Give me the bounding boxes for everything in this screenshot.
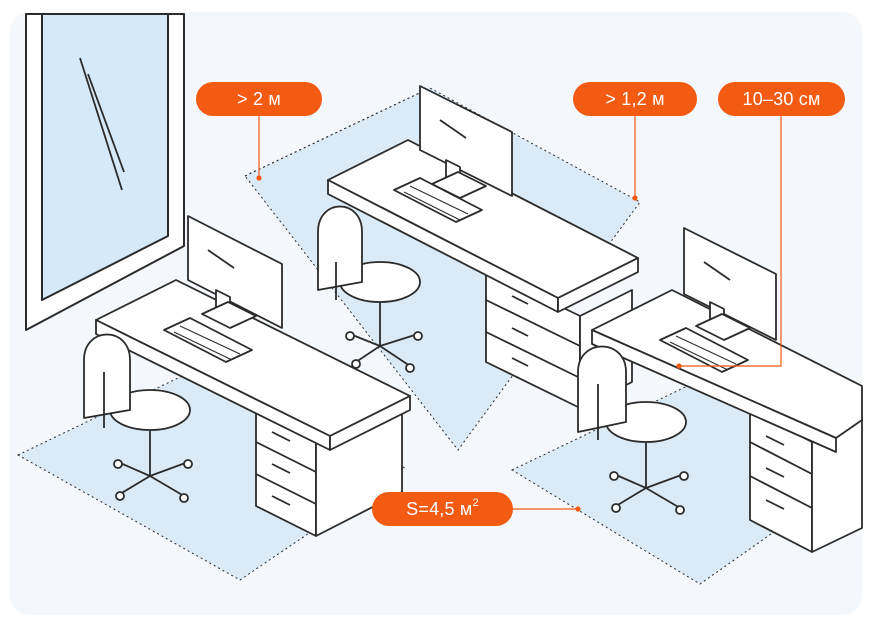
workplace-area-label: S=4,5 м2 [372, 492, 513, 526]
desk-front [95, 215, 411, 537]
chair-front [83, 333, 193, 503]
area-text: S=4,5 м [406, 499, 473, 519]
area-exponent: 2 [472, 497, 479, 509]
keyboard-offset-text: 10–30 см [742, 89, 821, 109]
desk-spacing-text: > 1,2 м [605, 89, 665, 109]
keyboard-offset-label: 10–30 см [718, 82, 845, 116]
desk-spacing-label: > 1,2 м [573, 82, 697, 116]
leader-lines [256, 116, 782, 512]
window-distance-text: > 2 м [237, 89, 281, 109]
chair-back [317, 205, 423, 373]
chair-right [577, 345, 689, 515]
window-distance-label: > 2 м [196, 82, 322, 116]
desk-right [591, 227, 863, 553]
window [25, 13, 185, 331]
